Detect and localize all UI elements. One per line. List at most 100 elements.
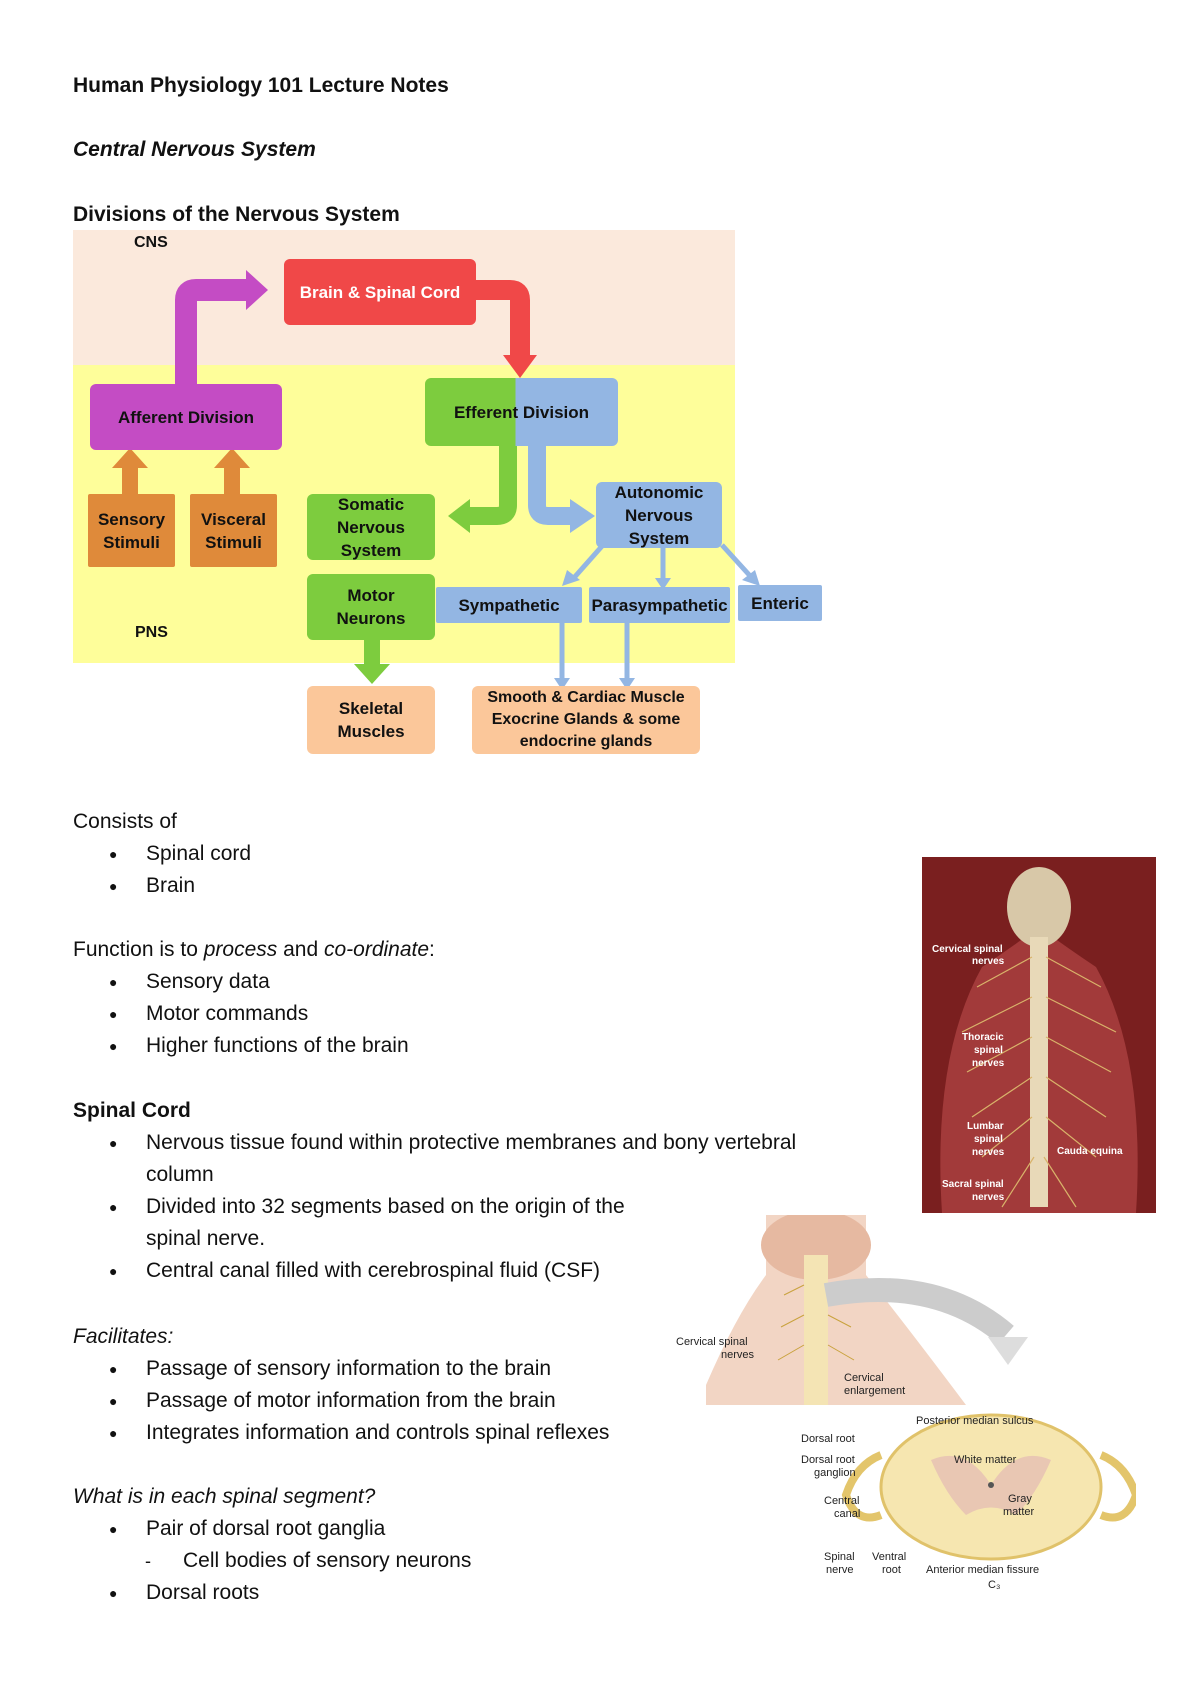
- list-item-continuation: spinal nerve.: [146, 1227, 266, 1250]
- list-item: Integrates information and controls spin…: [73, 1417, 609, 1449]
- list-item: Sensory data: [73, 966, 409, 998]
- visceral-up-arrow: [214, 448, 250, 494]
- afferent-division-box: Afferent Division: [90, 384, 282, 450]
- smooth-cardiac-box: Smooth & Cardiac Muscle Exocrine Glands …: [472, 686, 700, 754]
- list-item: Spinal cord: [73, 838, 251, 870]
- neck-label-gray-1: Gray: [1008, 1493, 1032, 1505]
- neck-label-ventral-2: root: [882, 1564, 901, 1576]
- list-item: Nervous tissue found within protective m…: [73, 1127, 893, 1159]
- cns-label: CNS: [134, 234, 168, 251]
- neck-label-gray-2: matter: [1003, 1506, 1035, 1518]
- sympathetic-label: Sympathetic: [458, 595, 560, 615]
- smooth-line-2: Exocrine Glands & some: [491, 711, 681, 728]
- efferent-to-autonomic-arrow: [528, 440, 570, 525]
- neck-label-ventral-1: Ventral: [872, 1551, 906, 1563]
- efferent-arrowhead: [503, 355, 537, 378]
- somatic-line-3: System: [340, 540, 402, 560]
- consists-heading: Consists of: [73, 810, 177, 833]
- smooth-line-3: endocrine glands: [519, 733, 653, 750]
- autonomic-line-2: Nervous: [624, 505, 694, 525]
- list-item: Passage of sensory information to the br…: [73, 1353, 609, 1385]
- list-item: Divided into 32 segments based on the or…: [73, 1191, 893, 1223]
- brain-spinal-cord-box: Brain & Spinal Cord: [284, 259, 476, 325]
- sensory-stimuli-box: Sensory Stimuli: [88, 494, 175, 567]
- motor-neurons-line-2: Neurons: [336, 609, 406, 628]
- function-heading-post: :: [429, 938, 435, 961]
- neck-label-central-1: Central: [824, 1495, 859, 1507]
- skeletal-line-2: Muscles: [337, 722, 405, 741]
- back-label-lumbar-2: spinal: [974, 1134, 1003, 1145]
- visceral-stimuli-line-2: Stimuli: [205, 532, 262, 552]
- enteric-label: Enteric: [751, 593, 809, 613]
- parasympathetic-label: Parasympathetic: [591, 595, 728, 615]
- neck-label-drg-1: Dorsal root: [801, 1454, 855, 1466]
- function-list: Sensory data Motor commands Higher funct…: [73, 966, 409, 1062]
- back-label-lumbar-3: nerves: [972, 1147, 1005, 1158]
- afferent-division-label: Afferent Division: [117, 407, 255, 427]
- visceral-stimuli-box: Visceral Stimuli: [190, 494, 277, 567]
- facilitates-list: Passage of sensory information to the br…: [73, 1353, 609, 1449]
- sensory-stimuli-line-2: Stimuli: [103, 532, 160, 552]
- spinal-cord-list: Nervous tissue found within protective m…: [73, 1127, 893, 1287]
- facilitates-heading: Facilitates:: [73, 1325, 174, 1348]
- efferent-division-box: Efferent Division: [425, 378, 618, 446]
- motor-to-skeletal-arrow: [354, 638, 390, 684]
- spinal-nerves-back-illustration: Cervical spinal nerves Thoracic spinal n…: [922, 857, 1156, 1213]
- neck-label-dorsal-root: Dorsal root: [801, 1433, 855, 1445]
- list-item: Higher functions of the brain: [73, 1030, 409, 1062]
- segment-list: Pair of dorsal root ganglia Cell bodies …: [73, 1513, 471, 1609]
- autonomic-nervous-system-box: Autonomic Nervous System: [596, 482, 722, 548]
- pns-label: PNS: [135, 624, 168, 641]
- neck-label-enlargement-2: enlargement: [844, 1385, 905, 1397]
- motor-neurons-line-1: Motor: [347, 586, 395, 605]
- function-heading: Function is to process and co-ordinate:: [73, 938, 435, 962]
- visceral-stimuli-line-1: Visceral: [201, 509, 266, 529]
- back-label-sacral-2: nerves: [972, 1192, 1005, 1203]
- back-label-thoracic-3: nerves: [972, 1058, 1005, 1069]
- back-label-lumbar-1: Lumbar: [967, 1121, 1004, 1132]
- afferent-to-cns-arrow: [175, 279, 246, 384]
- sensory-up-arrow: [112, 448, 148, 494]
- autonomic-line-3: System: [628, 528, 690, 548]
- neck-label-spinal-nerve-2: nerve: [826, 1564, 854, 1576]
- function-heading-pre: Function is to: [73, 938, 204, 961]
- somatic-arrowhead: [448, 499, 470, 533]
- list-item-continuation: column: [146, 1163, 214, 1186]
- function-heading-coordinate: co-ordinate: [323, 938, 430, 961]
- list-item: Central canal filled with cerebrospinal …: [73, 1255, 893, 1287]
- neck-label-central-2: canal: [834, 1508, 860, 1520]
- neck-label-posterior: Posterior median sulcus: [916, 1415, 1034, 1427]
- list-item: Brain: [73, 870, 251, 902]
- sympathetic-smooth-arrowhead: [554, 678, 570, 690]
- neck-label-white: White matter: [954, 1454, 1017, 1466]
- document-title: Human Physiology 101 Lecture Notes: [73, 74, 449, 97]
- neck-label-cervical-1: Cervical spinal: [676, 1336, 748, 1348]
- function-heading-process: process: [203, 938, 278, 961]
- neck-label-drg-2: ganglion: [814, 1467, 856, 1479]
- document-subtitle: Central Nervous System: [73, 138, 316, 161]
- sympathetic-arrowhead: [562, 570, 580, 586]
- sensory-stimuli-line-1: Sensory: [97, 509, 166, 529]
- back-label-thoracic-1: Thoracic: [962, 1032, 1004, 1043]
- sympathetic-box: Sympathetic: [436, 587, 582, 623]
- efferent-division-label: Efferent Division: [453, 402, 590, 422]
- neck-label-c3: C₃: [988, 1579, 1000, 1591]
- autonomic-line-1: Autonomic: [614, 482, 704, 502]
- smooth-line-1: Smooth & Cardiac Muscle: [487, 689, 685, 706]
- somatic-line-2: Nervous: [336, 517, 406, 537]
- spinal-cord-heading: Spinal Cord: [73, 1099, 191, 1122]
- segment-heading: What is in each spinal segment?: [73, 1485, 376, 1508]
- parasympathetic-smooth-arrowhead: [619, 678, 635, 690]
- parasympathetic-arrowhead: [655, 578, 671, 590]
- sub-list-item: Cell bodies of sensory neurons: [73, 1545, 471, 1577]
- skeletal-line-1: Skeletal: [338, 699, 404, 718]
- skeletal-muscles-box: Skeletal Muscles: [307, 686, 435, 754]
- function-heading-mid: and: [277, 938, 324, 961]
- brain-spinal-cord-label: Brain & Spinal Cord: [299, 282, 461, 302]
- neck-label-cervical-2: nerves: [721, 1349, 755, 1361]
- efferent-to-somatic-arrow: [470, 440, 517, 525]
- parasympathetic-box: Parasympathetic: [589, 587, 730, 623]
- list-item: Motor commands: [73, 998, 409, 1030]
- spinal-cord-cross-section-illustration: Cervical spinal nerves Cervical enlargem…: [676, 1215, 1136, 1591]
- neck-label-anterior: Anterior median fissure: [926, 1564, 1039, 1576]
